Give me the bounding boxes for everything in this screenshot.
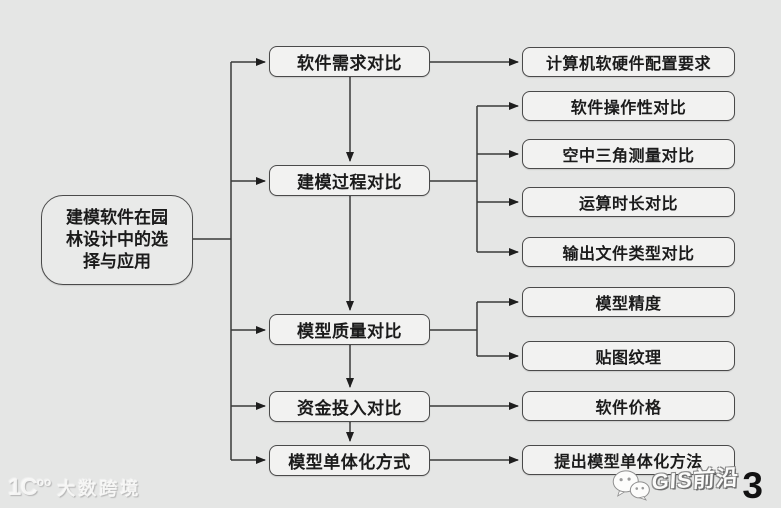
connector-group xyxy=(193,58,519,464)
gis-frontier-brand-text: GIS前沿 xyxy=(650,464,740,495)
node-aerial-triangulation: 空中三角测量对比 xyxy=(522,139,735,169)
watermark-dashukuajing: 1Coo 大数跨境 xyxy=(8,474,141,502)
wechat-icon xyxy=(612,470,650,501)
node-monomerization-method: 模型单体化方式 xyxy=(269,445,430,476)
node-model-accuracy: 模型精度 xyxy=(522,287,735,317)
node-capital-investment: 资金投入对比 xyxy=(269,391,430,422)
node-output-file-types: 输出文件类型对比 xyxy=(522,237,735,267)
root-topic-line2: 林设计中的选 xyxy=(66,230,168,249)
root-topic-label: 建模软件在园 林设计中的选 择与应用 xyxy=(66,207,168,273)
node-hw-sw-config: 计算机软硬件配置要求 xyxy=(522,47,735,77)
node-texture-mapping: 贴图纹理 xyxy=(522,341,735,371)
node-operability: 软件操作性对比 xyxy=(522,91,735,121)
node-computation-time: 运算时长对比 xyxy=(522,187,735,217)
logo-glyph-text: 1C xyxy=(8,474,38,501)
root-topic-line3: 择与应用 xyxy=(83,252,151,271)
watermark-brand-text: 大数跨境 xyxy=(57,479,142,499)
node-software-requirements: 软件需求对比 xyxy=(269,46,430,77)
logo-glyph-sup: oo xyxy=(36,475,52,489)
node-model-quality: 模型质量对比 xyxy=(269,314,430,345)
node-root-topic: 建模软件在园 林设计中的选 择与应用 xyxy=(41,195,193,285)
dashukuajing-logo-icon: 1Coo xyxy=(8,474,51,502)
node-software-price: 软件价格 xyxy=(522,391,735,421)
root-topic-line1: 建模软件在园 xyxy=(66,208,168,227)
node-proposed-method: 提出模型单体化方法 xyxy=(522,445,735,475)
footer-brand: GIS前沿 3 xyxy=(612,462,763,506)
node-modeling-process: 建模过程对比 xyxy=(269,165,430,196)
page-number: 3 xyxy=(742,465,763,506)
